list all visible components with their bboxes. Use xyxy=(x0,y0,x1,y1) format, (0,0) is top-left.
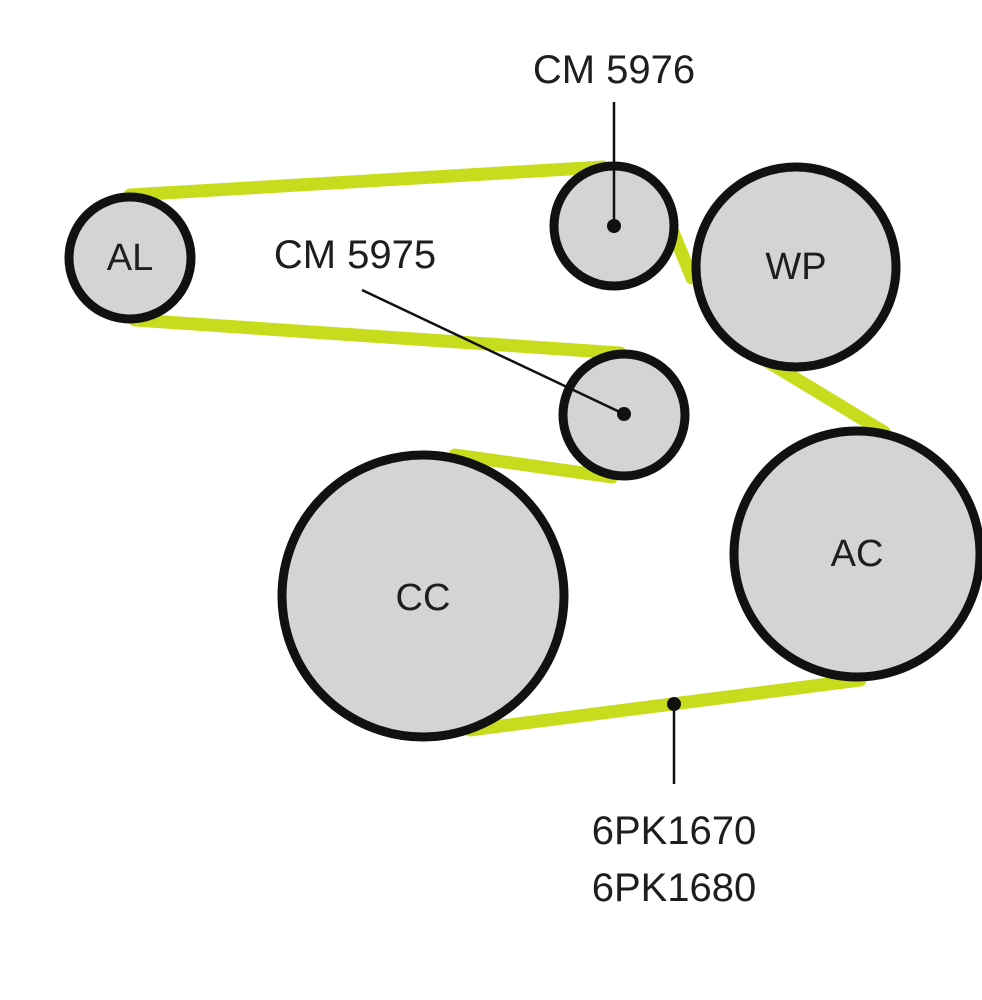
pulley-wp: WP xyxy=(691,162,901,372)
pulley-cc-circle xyxy=(277,450,569,742)
pulley-al-circle xyxy=(64,192,196,324)
pulley-ac-label: AC xyxy=(831,533,884,575)
callout-belt: 6PK1670 6PK1680 xyxy=(592,697,757,910)
pulley-al-label: AL xyxy=(107,237,153,279)
pulley-al: AL xyxy=(64,192,196,324)
callout-cm5975: CM 5975 xyxy=(274,233,631,421)
callout-cm5975-dot xyxy=(617,407,631,421)
belt-segment-cc-to-cm5975 xyxy=(448,448,619,484)
belt-segment-ac-to-cc xyxy=(463,673,867,737)
pulley-ac-circle xyxy=(729,426,982,682)
pulley-ac: AC xyxy=(729,426,982,682)
belt-part-number-1: 6PK1670 xyxy=(592,809,757,853)
callout-cm5975-leader xyxy=(361,288,625,416)
belt-part-number-2: 6PK1680 xyxy=(592,866,757,910)
callout-cm5975-label: CM 5975 xyxy=(274,233,436,277)
pulley-cc-label: CC xyxy=(396,577,451,619)
belt-segment-al-to-cm5976 xyxy=(123,160,610,202)
pulley-cc: CC xyxy=(277,450,569,742)
pulley-wp-circle xyxy=(691,162,901,372)
callout-cm5976-label: CM 5976 xyxy=(533,48,695,92)
callout-cm5976: CM 5976 xyxy=(533,48,695,233)
pulley-wp-label: WP xyxy=(765,246,826,288)
callout-cm5976-dot xyxy=(607,219,621,233)
belt-segment-cm5975-to-al xyxy=(128,313,627,360)
